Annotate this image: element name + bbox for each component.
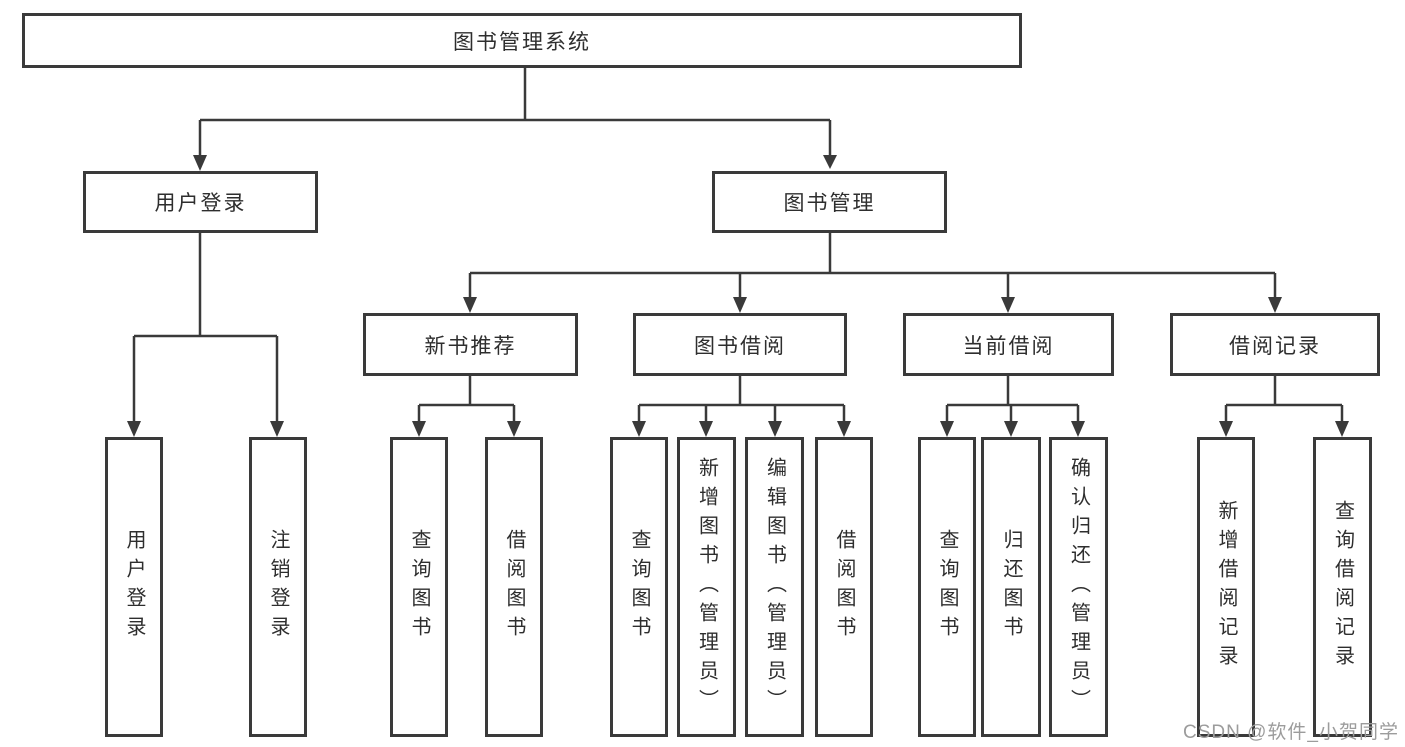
node-book-borrowing: 图书借阅 — [633, 313, 847, 376]
node-borrowing-records: 借阅记录 — [1170, 313, 1380, 376]
leaf-add-borrow-record-label: 新增借阅记录 — [1215, 500, 1237, 674]
leaf-query-books-3-label: 查询图书 — [936, 529, 958, 645]
leaf-add-books-admin: 新增图书（管理员） — [677, 437, 736, 737]
leaf-query-books-2: 查询图书 — [610, 437, 668, 737]
watermark: CSDN @软件_小贺同学 — [1183, 722, 1399, 743]
leaf-query-borrow-record-label: 查询借阅记录 — [1331, 500, 1354, 674]
node-user-login-label: 用户登录 — [154, 192, 247, 215]
leaf-query-books-2-label: 查询图书 — [628, 529, 650, 645]
leaf-query-books-1: 查询图书 — [390, 437, 448, 737]
node-user-login: 用户登录 — [83, 171, 318, 233]
leaf-borrow-books-2: 借阅图书 — [815, 437, 873, 737]
connector — [417, 376, 516, 424]
leaf-query-books-1-label: 查询图书 — [408, 529, 430, 645]
arrowhead — [127, 155, 1349, 437]
leaf-query-borrow-record: 查询借阅记录 — [1313, 437, 1372, 737]
leaf-edit-books-admin-label: 编辑图书（管理员） — [763, 456, 786, 718]
leaf-logout: 注销登录 — [249, 437, 307, 737]
leaf-confirm-return-admin: 确认归还（管理员） — [1049, 437, 1108, 737]
leaf-borrow-books-2-label: 借阅图书 — [833, 529, 855, 645]
node-current-borrowing-label: 当前借阅 — [962, 334, 1055, 358]
leaf-confirm-return-admin-label: 确认归还（管理员） — [1067, 456, 1090, 718]
connector — [468, 233, 1277, 300]
node-new-book-recommend-label: 新书推荐 — [424, 334, 517, 358]
leaf-return-books-label: 归还图书 — [1000, 529, 1022, 645]
node-current-borrowing: 当前借阅 — [903, 313, 1114, 376]
leaf-return-books: 归还图书 — [981, 437, 1041, 737]
node-book-borrowing-label: 图书借阅 — [694, 334, 786, 358]
node-root-label: 图书管理系统 — [453, 30, 591, 54]
connector — [945, 376, 1080, 424]
leaf-add-books-admin-label: 新增图书（管理员） — [695, 456, 718, 718]
leaf-logout-label: 注销登录 — [267, 529, 289, 645]
connector — [1224, 376, 1344, 424]
node-book-management-label: 图书管理 — [783, 192, 876, 215]
node-new-book-recommend: 新书推荐 — [363, 313, 578, 376]
leaf-edit-books-admin: 编辑图书（管理员） — [745, 437, 804, 737]
leaf-add-borrow-record: 新增借阅记录 — [1197, 437, 1255, 737]
leaf-borrow-books-1: 借阅图书 — [485, 437, 543, 737]
leaf-user-login-label: 用户登录 — [123, 529, 145, 645]
node-root: 图书管理系统 — [22, 13, 1022, 68]
leaf-query-books-3: 查询图书 — [918, 437, 976, 737]
connector — [637, 376, 846, 424]
node-borrowing-records-label: 借阅记录 — [1229, 334, 1321, 358]
connector — [198, 68, 832, 158]
connector — [132, 233, 279, 424]
leaf-user-login: 用户登录 — [105, 437, 163, 737]
leaf-borrow-books-1-label: 借阅图书 — [503, 529, 525, 645]
node-book-management: 图书管理 — [712, 171, 947, 233]
